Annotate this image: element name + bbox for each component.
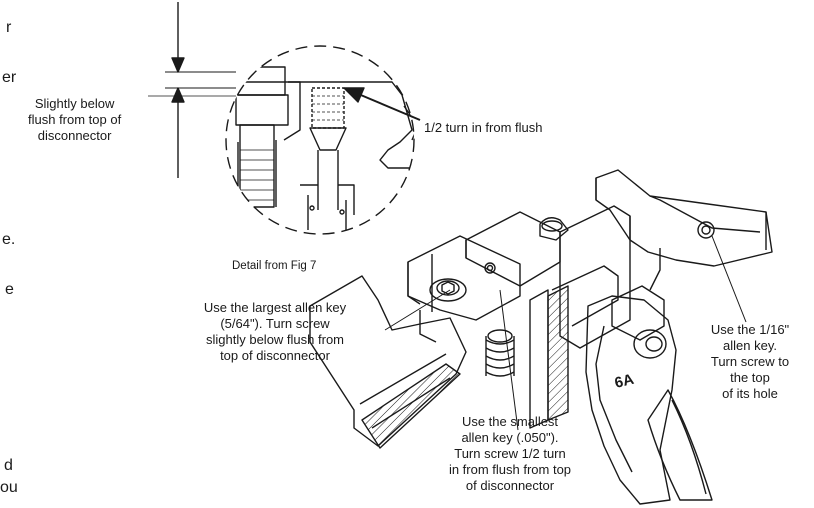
leader-lines bbox=[384, 235, 747, 431]
adjustment-knob bbox=[539, 217, 569, 241]
housing-wall bbox=[559, 205, 631, 349]
leader-largest-key bbox=[384, 289, 451, 331]
base-rail bbox=[309, 275, 467, 447]
trigger-assembly: 6A bbox=[309, 169, 773, 505]
leader-smallest-key bbox=[499, 289, 519, 431]
detail-view bbox=[148, 2, 421, 235]
hex-nut bbox=[611, 285, 665, 341]
detail-right-callout: 1/2 turn in from flush bbox=[424, 120, 543, 135]
pointer-arrow-line bbox=[355, 92, 421, 121]
pivot-pin bbox=[633, 329, 667, 359]
disconnector-top-edge bbox=[226, 81, 413, 169]
edge-text-fragment: e. bbox=[2, 231, 16, 248]
disconnector-hole bbox=[484, 262, 496, 274]
spring-coils bbox=[485, 339, 515, 377]
dimension-arrow-up bbox=[171, 87, 185, 103]
edge-text-fragment: ou bbox=[0, 479, 18, 496]
callout-sixteenth-allen-key: Use the 1/16" allen key. Turn screw to t… bbox=[710, 322, 790, 401]
disconnector-body bbox=[465, 211, 561, 287]
edge-text-fragment: d bbox=[4, 457, 13, 474]
callout-largest-allen-key: Use the largest allen key (5/64"). Turn … bbox=[203, 300, 347, 363]
leader-sixteenth-key bbox=[711, 235, 747, 323]
pointer-arrowhead bbox=[343, 87, 365, 103]
small-screw bbox=[311, 87, 345, 129]
detail-caption: Detail from Fig 7 bbox=[232, 260, 317, 272]
trigger-body bbox=[585, 295, 677, 505]
detail-left-callout: Slightly below flush from top of disconn… bbox=[28, 96, 122, 143]
housing-block bbox=[407, 235, 521, 321]
callout-smallest-allen-key: Use the smallest allen key (.050"). Turn… bbox=[448, 414, 572, 493]
small-allen-screw bbox=[487, 329, 513, 343]
part-marking: 6A bbox=[613, 371, 636, 392]
edge-text-fragment: er bbox=[2, 69, 17, 86]
large-allen-screw bbox=[429, 278, 467, 302]
dimension-arrow-down bbox=[171, 57, 185, 73]
large-screw-head bbox=[237, 66, 286, 96]
sear-screw-hole bbox=[697, 221, 715, 239]
trigger-blade bbox=[647, 389, 713, 501]
edge-text-fragment: r bbox=[6, 19, 12, 36]
sear-arm bbox=[595, 169, 773, 267]
edge-text-fragment: e bbox=[5, 281, 14, 298]
hex-socket bbox=[441, 281, 455, 295]
detail-circle-outline bbox=[225, 45, 415, 235]
